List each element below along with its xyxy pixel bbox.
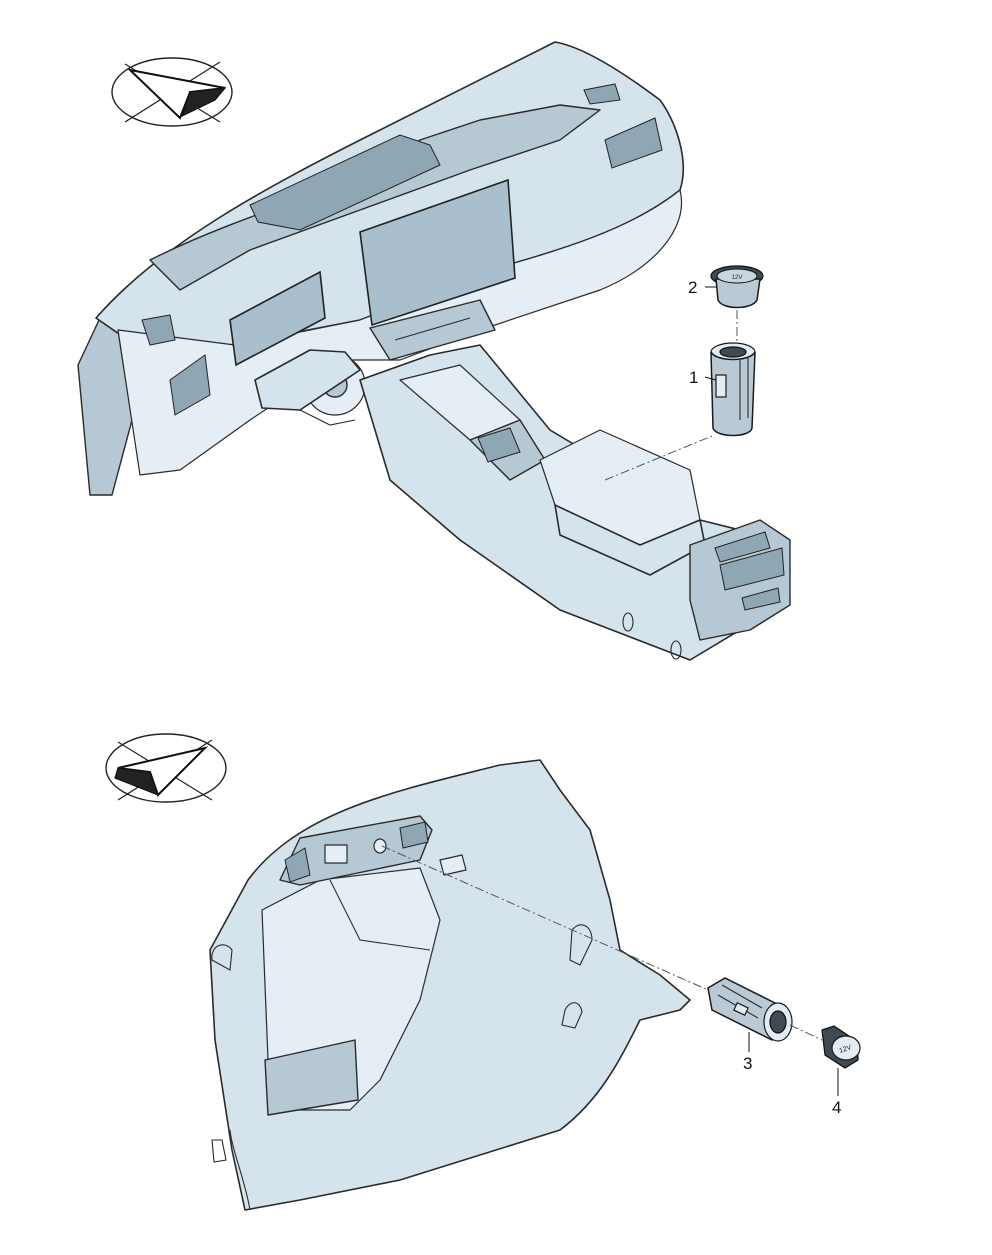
socket-housing-part-3	[707, 977, 793, 1042]
leader-line-1	[704, 376, 717, 381]
callout-1: 1	[689, 368, 699, 387]
view-direction-icon-bottom	[105, 733, 227, 803]
view-direction-icon-top	[111, 57, 233, 127]
callout-3: 3	[743, 1054, 753, 1073]
callout-4: 4	[832, 1098, 842, 1117]
side-trim-panel	[209, 759, 709, 1211]
socket-cap-label-bottom: 12V	[838, 1044, 852, 1055]
socket-cap-part-2: 12V	[710, 265, 764, 309]
callout-2: 2	[688, 278, 698, 297]
socket-housing-part-1	[710, 342, 756, 437]
socket-cap-part-4: 12V	[821, 1025, 861, 1069]
dashboard-assembly	[77, 41, 791, 661]
socket-cap-label: 12V	[732, 275, 743, 281]
